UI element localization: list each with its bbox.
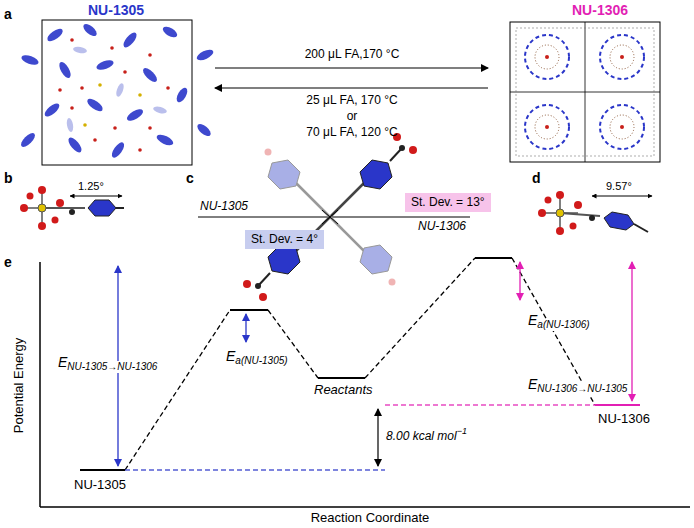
condition-label: 70 μL FA, 120 °C: [306, 126, 397, 140]
nu1306-structure: [510, 22, 660, 162]
condition-label: 200 μL FA,170 °C: [305, 48, 400, 62]
panel-letter: a: [4, 6, 12, 22]
angle-label: 9.57°: [606, 180, 632, 193]
energy-difference: 8.00 kcal mol: [386, 430, 457, 444]
linker-c: [198, 133, 470, 301]
energy-symbol: E: [528, 312, 537, 328]
forward-arrow: [215, 67, 488, 68]
nu1305-structure: [19, 20, 215, 165]
reverse-arrow: [215, 87, 488, 88]
panel-letter: c: [186, 170, 194, 186]
state-label: Reactants: [314, 383, 373, 398]
structure-name: NU-1306: [418, 220, 466, 234]
panel-letter: e: [4, 254, 12, 270]
energy-subscript: a(NU-1306): [537, 319, 589, 331]
linker-b: [20, 186, 124, 230]
structure-name: NU-1305: [200, 200, 248, 214]
energy-symbol: E: [58, 354, 67, 370]
structure-name: NU-1305: [88, 2, 144, 18]
panel-letter: d: [532, 170, 541, 186]
deviation-text: St. Dev. = 13°: [411, 195, 485, 209]
energy-subscript: NU-1306→NU-1305: [537, 383, 627, 395]
state-label: NU-1305: [74, 478, 126, 493]
energy-unit-exponent: −1: [457, 426, 467, 436]
linker-d: [538, 191, 652, 235]
panel-letter: b: [4, 170, 13, 186]
energy-subscript: a(NU-1305): [235, 355, 287, 367]
condition-label: 25 μL FA, 170 °C: [306, 94, 397, 108]
energy-symbol: E: [528, 376, 537, 392]
energy-subscript: NU-1305→NU-1306: [67, 361, 157, 373]
axis-title: Potential Energy: [13, 337, 28, 432]
energy-symbol: E: [226, 348, 235, 364]
structure-name: NU-1306: [572, 2, 628, 18]
deviation-box: St. Dev. = 13°: [405, 193, 491, 212]
angle-label: 1.25°: [78, 180, 104, 193]
state-label: NU-1306: [598, 412, 650, 427]
deviation-box: St. Dev. = 4°: [245, 230, 324, 249]
condition-label: or: [347, 110, 358, 124]
deviation-text: St. Dev. = 4°: [251, 232, 318, 246]
energy-diagram: [40, 258, 690, 507]
axis-title: Reaction Coordinate: [311, 511, 430, 526]
